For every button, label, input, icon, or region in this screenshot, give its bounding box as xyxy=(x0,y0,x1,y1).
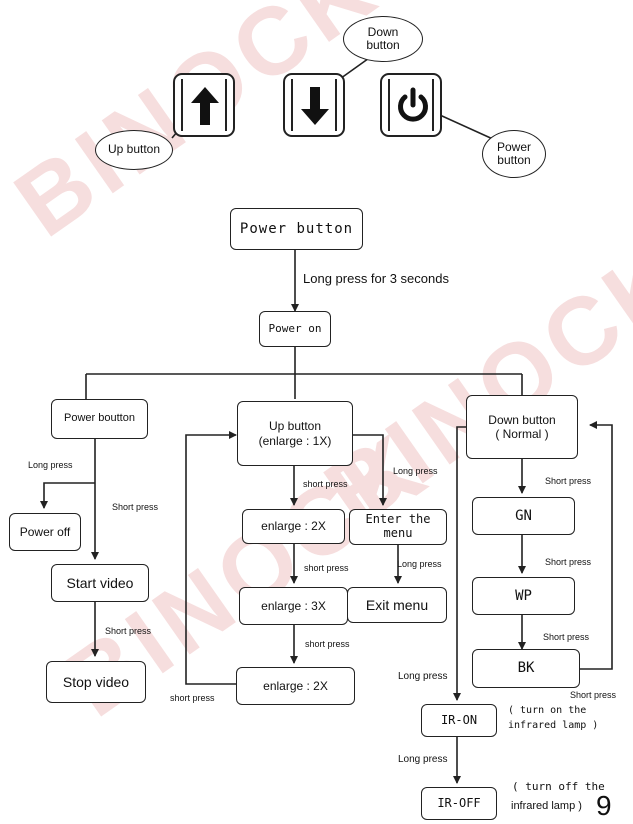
left-short-press-label-2: Short press xyxy=(105,626,152,636)
right-long-press-label-2: Long press xyxy=(398,754,448,765)
right-short-press-back-label: Short press xyxy=(570,690,617,700)
mid-short-press-label-1: short press xyxy=(303,479,348,489)
down-button-key[interactable] xyxy=(283,73,345,137)
right-short-press-label-3: Short press xyxy=(543,632,590,642)
ir-on-node: IR-ON xyxy=(421,704,497,737)
ir-off-node: IR-OFF xyxy=(421,787,497,820)
exit-menu-node: Exit menu xyxy=(347,587,447,623)
power-button-callout: Power button xyxy=(482,130,546,178)
up-button-callout: Up button xyxy=(95,130,173,170)
wp-node: WP xyxy=(472,577,575,615)
enlarge-2x-node: enlarge : 2X xyxy=(242,509,345,544)
mid-short-press-label-3: short press xyxy=(305,639,350,649)
page-number: 9 xyxy=(596,790,612,821)
stop-video-node: Stop video xyxy=(46,661,146,703)
up-button-key[interactable] xyxy=(173,73,235,137)
mid-short-press-label-2: short press xyxy=(304,563,349,573)
enlarge-3x-node: enlarge : 3X xyxy=(239,587,348,625)
power-button-key[interactable] xyxy=(380,73,442,137)
arrow-up-icon xyxy=(191,87,219,125)
bk-node: BK xyxy=(472,649,580,688)
long-press-3s-label: Long press for 3 seconds xyxy=(303,271,449,286)
down-button-callout: Down button xyxy=(343,16,423,62)
gn-node: GN xyxy=(472,497,575,535)
ir-off-note-1: ( turn off the xyxy=(512,780,605,793)
mid-short-press-back-label: short press xyxy=(170,693,215,703)
start-video-node: Start video xyxy=(51,564,149,602)
left-short-press-label: Short press xyxy=(112,502,159,512)
arrow-down-icon xyxy=(301,87,329,125)
mid-long-press-label: Long press xyxy=(393,466,438,476)
up-button-node: Up button (enlarge : 1X) xyxy=(237,401,353,466)
ir-off-note-2: infrared lamp ) xyxy=(511,800,582,812)
ir-on-note: ( turn on the infrared lamp ) xyxy=(508,705,599,731)
right-long-press-label-1: Long press xyxy=(398,671,448,682)
left-long-press-label: Long press xyxy=(28,460,73,470)
power-button-node: Power button xyxy=(230,208,363,250)
power-boutton-node: Power boutton xyxy=(51,399,148,439)
power-icon xyxy=(398,87,428,122)
mid-long-press-label-2: Long press xyxy=(397,559,442,569)
power-on-node: Power on xyxy=(259,311,331,347)
power-off-node: Power off xyxy=(9,513,81,551)
enter-menu-node: Enter the menu xyxy=(349,509,447,545)
right-short-press-label-1: Short press xyxy=(545,476,592,486)
right-short-press-label-2: Short press xyxy=(545,557,592,567)
down-button-node: Down button ( Normal ) xyxy=(466,395,578,459)
enlarge-2x-back-node: enlarge : 2X xyxy=(236,667,355,705)
